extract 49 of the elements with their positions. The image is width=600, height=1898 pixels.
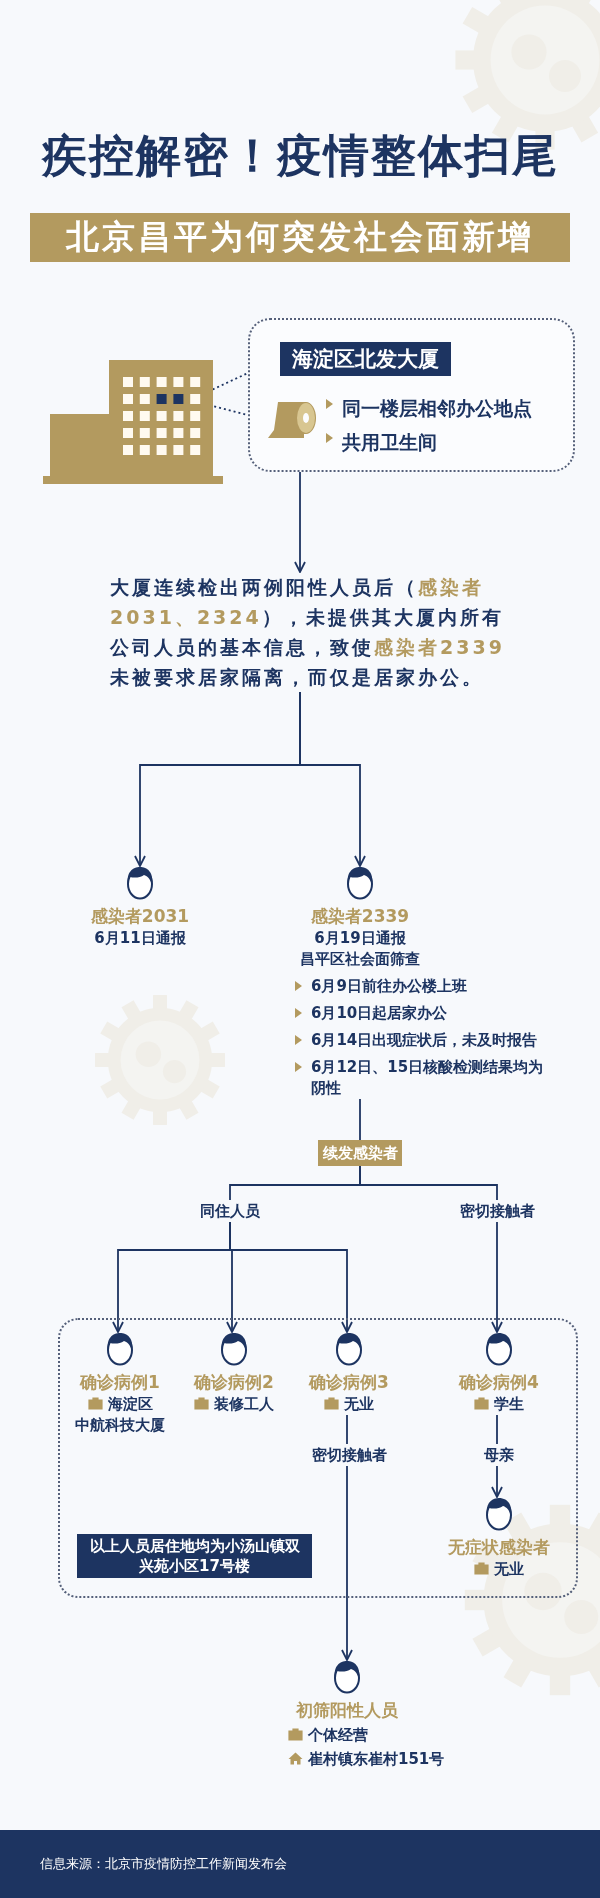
arrow (491, 1465, 503, 1498)
bullet-item: 6月10日起居家办公 (291, 1003, 550, 1024)
paragraph: 大厦连续检出两例阳性人员后（感染者2031、2324），未提供其大厦内所有公司人员的基本信息，致使感染者2339未被要求居家隔离，而仅是居家办公。 (110, 575, 505, 690)
arrow (341, 1465, 353, 1661)
arrow (229, 1221, 353, 1333)
person-label: 初筛阳性人员 (295, 1699, 399, 1722)
subtitle: 北京昌平为何突发社会面新增 (66, 216, 534, 258)
note-banner: 以上人员居住地均为小汤山镇双兴苑小区17号楼 (77, 1534, 312, 1578)
person-label: 感染者2031 (89, 905, 191, 928)
connector-line (346, 1414, 348, 1445)
info-text: 中航科技大厦 (74, 1415, 166, 1436)
title: 疾控解密！疫情整体扫尾 (40, 128, 560, 184)
relation-label: 密切接触者 (458, 1201, 536, 1222)
info-text: 个体经营 (308, 1726, 368, 1744)
source-note: 信息来源：北京市疫情防控工作新闻发布会 (40, 1855, 287, 1873)
info-text: 6月11日通报 (93, 928, 187, 949)
category-tag: 续发感染者 (318, 1140, 402, 1166)
callout-bubble (248, 318, 575, 472)
person-label: 确诊病例2 (192, 1371, 275, 1394)
group-frame (58, 1318, 578, 1598)
arrow (491, 1221, 503, 1333)
person-label: 确诊病例4 (457, 1371, 540, 1394)
callout-heading: 海淀区北发大厦 (280, 342, 451, 376)
bullet-item: 6月9日前往办公楼上班 (291, 976, 550, 997)
info-text: 昌平区社会面筛查 (299, 949, 421, 970)
info-text: 无业 (494, 1560, 524, 1578)
info-text: 崔村镇东崔村151号 (308, 1750, 445, 1768)
info-text: 装修工人 (214, 1395, 274, 1413)
relation-label: 母亲 (483, 1445, 515, 1466)
arrow (294, 471, 306, 573)
info-text: 学生 (494, 1395, 524, 1413)
building-drawing (43, 358, 223, 484)
bullet-item: 6月14日出现症状后，未及时报告 (291, 1030, 550, 1051)
connector-line (359, 1165, 498, 1201)
info-text: 6月19日通报 (313, 928, 407, 949)
relation-label: 同住人员 (199, 1201, 261, 1222)
connector-line (359, 1098, 361, 1141)
bullet-item: 共用卫生间 (322, 428, 567, 456)
person-label: 确诊病例3 (307, 1371, 390, 1394)
bullet-item: 同一楼层相邻办公地点 (322, 394, 567, 422)
person-label: 感染者2339 (309, 905, 411, 928)
relation-label: 密切接触者 (310, 1445, 388, 1466)
person-label: 确诊病例1 (78, 1371, 161, 1394)
connector-line (496, 1414, 498, 1445)
person-label: 无症状感染者 (447, 1536, 551, 1559)
info-text: 海淀区 (107, 1395, 153, 1413)
arrow (299, 691, 366, 867)
bullet-item: 6月12日、15日核酸检测结果均为阴性 (291, 1057, 550, 1099)
info-text: 无业 (344, 1395, 374, 1413)
